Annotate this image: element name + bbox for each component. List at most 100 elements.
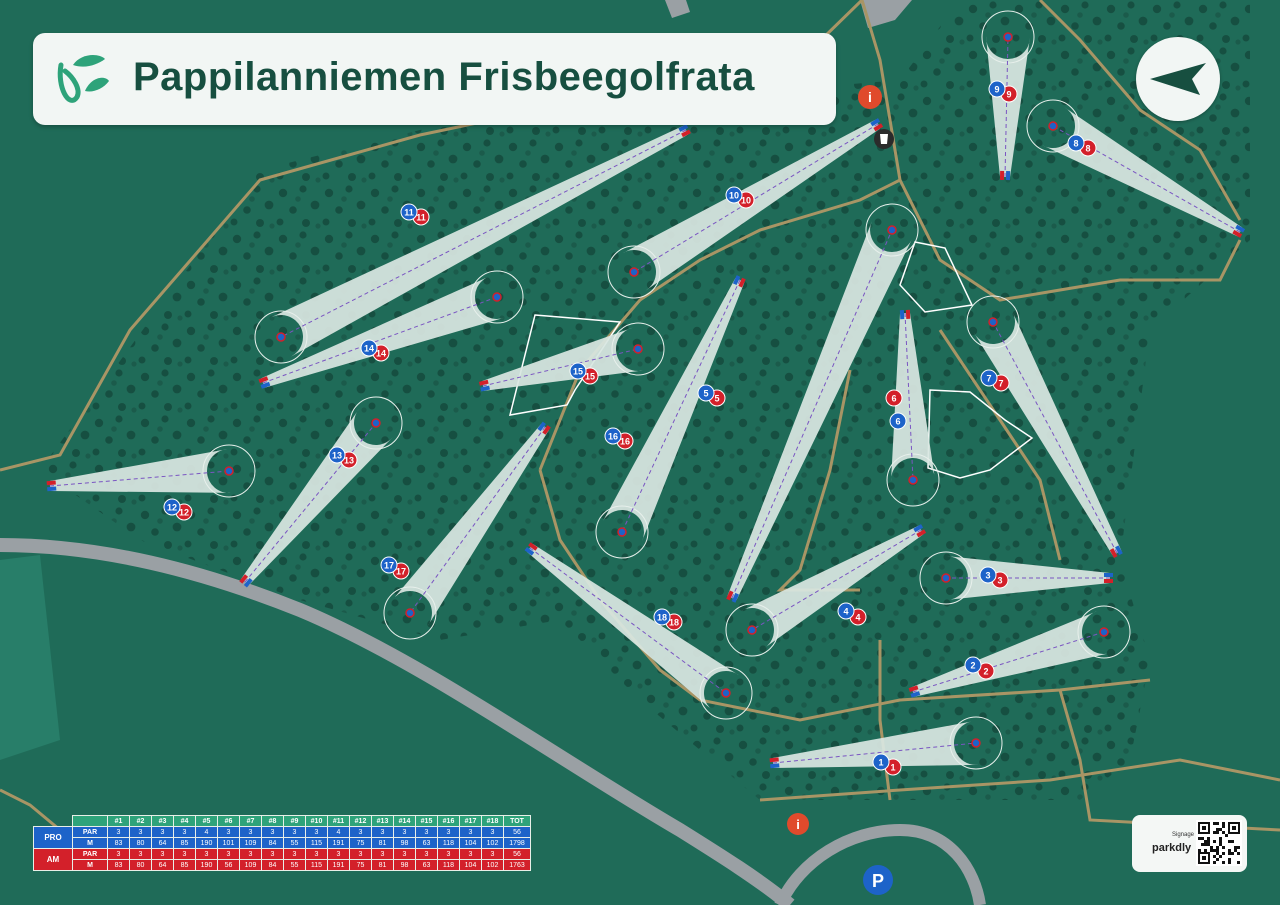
basket-icon [747, 625, 757, 635]
pro-distance-cell: 75 [349, 837, 372, 849]
hole-marker-pro[interactable] [604, 427, 622, 445]
am-distance-cell: 191 [327, 859, 350, 871]
basket-icon [908, 475, 918, 485]
pro-par-cell: 3 [107, 826, 130, 838]
hole-number-pro: 16 [608, 432, 618, 442]
am-distance-cell: 64 [151, 859, 174, 871]
score-column-header: #7 [239, 815, 262, 827]
pro-distance-cell: 84 [261, 837, 284, 849]
putting-circle [865, 203, 919, 257]
hole-number-pro: 8 [1073, 139, 1078, 149]
pro-distance-cell: 102 [481, 837, 504, 849]
am-par-cell: 3 [283, 848, 306, 860]
putting-circle [966, 295, 1020, 349]
fairway-16 [602, 277, 745, 542]
flight-line [751, 529, 922, 631]
am-distance-cell: 118 [437, 859, 460, 871]
hole-marker-pro[interactable] [725, 186, 743, 204]
score-column-header: #11 [327, 815, 350, 827]
pro-distance-cell: 83 [107, 837, 130, 849]
pro-par-cell: 3 [371, 826, 394, 838]
qr-code-icon[interactable] [1196, 820, 1242, 866]
pro-par-cell: 3 [305, 826, 328, 838]
hole-number-pro: 4 [843, 607, 848, 617]
hole-marker-pro[interactable] [1067, 134, 1085, 152]
hole-number-am: 11 [416, 213, 426, 223]
hole-marker-pro[interactable] [163, 498, 181, 516]
am-par-cell: 56 [503, 848, 531, 860]
hole-marker-pro[interactable] [400, 203, 418, 221]
signage-credit[interactable]: Signage by parkdly [1132, 815, 1247, 872]
pro-par-cell: 3 [217, 826, 240, 838]
hole-number-am: 5 [714, 394, 719, 404]
hole-number-am: 10 [741, 196, 751, 206]
tee-pad-pro [731, 592, 739, 603]
am-distance-cell: 83 [107, 859, 130, 871]
hole-marker-pro[interactable] [360, 339, 378, 357]
fairway-7 [973, 311, 1122, 556]
am-distance-cell: 81 [371, 859, 394, 871]
hole-marker-pro[interactable] [653, 608, 671, 626]
flight-line [280, 129, 687, 338]
fairway-5 [727, 221, 913, 600]
road [0, 538, 795, 905]
hole-marker-pro[interactable] [988, 80, 1006, 98]
hole-number-am: 17 [396, 567, 406, 577]
putting-circle [595, 505, 649, 559]
pro-distance-cell: 109 [239, 837, 262, 849]
pro-label: PRO [33, 826, 73, 849]
hole-marker-pro[interactable] [889, 412, 907, 430]
pro-distance-cell: 190 [195, 837, 218, 849]
putting-circle [607, 245, 661, 299]
tee-pad-am [769, 757, 779, 763]
pro-distance-cell: 98 [393, 837, 416, 849]
score-column-header: #10 [305, 815, 328, 827]
tee-pad-am [239, 574, 249, 584]
pro-par-cell: 56 [503, 826, 531, 838]
score-column-header: #4 [173, 815, 196, 827]
flight-line [482, 348, 639, 387]
am-par-cell: 3 [151, 848, 174, 860]
putting-circle [1026, 99, 1080, 153]
hole-marker-pro[interactable] [697, 384, 715, 402]
hole-number-am: 14 [376, 349, 386, 359]
hole-marker-pro[interactable] [872, 753, 890, 771]
hole-marker-pro[interactable] [837, 602, 855, 620]
hole-number-pro: 13 [332, 451, 342, 461]
score-column-header: #14 [393, 815, 416, 827]
hole-marker-pro[interactable] [964, 656, 982, 674]
road [774, 823, 986, 905]
putting-circle [886, 453, 940, 507]
fairway-8 [1042, 106, 1243, 237]
hole-number-pro: 11 [404, 208, 414, 218]
north-arrow-icon [1150, 63, 1206, 95]
am-distance-cell: 75 [349, 859, 372, 871]
pro-distance-cell: 63 [415, 837, 438, 849]
am-distance-cell: 115 [305, 859, 328, 871]
hole-number-pro: 5 [703, 389, 708, 399]
title-card: Pappilanniemen Frisbeegolfrata [33, 33, 836, 125]
hole-marker-pro[interactable] [380, 556, 398, 574]
hole-number-pro: 10 [729, 191, 739, 201]
hole-number-pro: 14 [364, 344, 374, 354]
score-column-header: #3 [151, 815, 174, 827]
hole-marker-pro[interactable] [569, 362, 587, 380]
hole-marker-pro[interactable] [328, 446, 346, 464]
tee-pad-am [542, 425, 551, 435]
am-par-cell: 3 [217, 848, 240, 860]
am-distance-cell: 85 [173, 859, 196, 871]
pro-par-cell: 3 [415, 826, 438, 838]
basket-icon [1048, 121, 1058, 131]
hole-number-am: 2 [983, 667, 988, 677]
hole-marker-pro[interactable] [979, 566, 997, 584]
am-distance-cell: 102 [481, 859, 504, 871]
hole-number-pro: 3 [985, 571, 990, 581]
north-arrow [1136, 37, 1220, 121]
walking-paths [0, 0, 1280, 871]
tee-pad-pro [1235, 224, 1246, 233]
hole-marker-pro[interactable] [980, 369, 998, 387]
fairway-4 [740, 525, 924, 649]
hole-marker-am[interactable] [885, 389, 903, 407]
hole-number-am: 15 [585, 372, 595, 382]
am-distance-cell: 55 [283, 859, 306, 871]
